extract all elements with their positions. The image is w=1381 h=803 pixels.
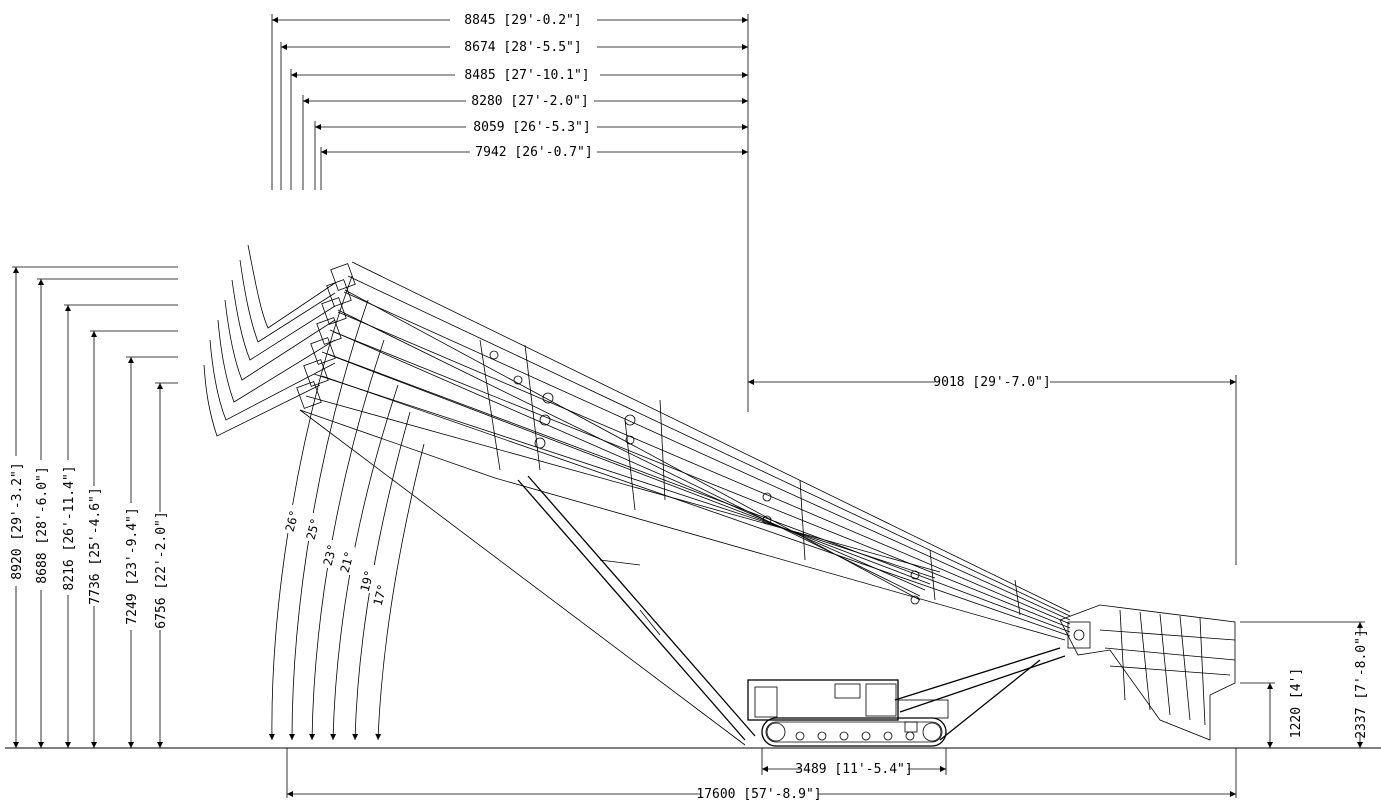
angle-label: 23° [321, 543, 340, 568]
tail-height-label: 1220 [4'] [1289, 668, 1304, 738]
top-dimension-6: 7942 [26'-0.7"] [321, 145, 748, 160]
top-dimension-3: 8485 [27'-10.1"] [291, 68, 748, 83]
side-dimension-5: 7249 [23'-9.4"] [125, 357, 140, 748]
side-dimension-6: 6756 [22'-2.0"] [154, 383, 169, 748]
overall-length-label: 17600 [57'-8.9"] [696, 787, 821, 802]
crawler-chassis [747, 679, 949, 747]
conveyor-booms [296, 261, 1071, 641]
side-dimension-label: 7736 [25'-4.6"] [88, 487, 103, 604]
top-dimension-label: 8674 [28'-5.5"] [464, 40, 581, 55]
side-dimension-1: 8920 [29'-3.2"] [10, 267, 25, 748]
side-dimension-3: 8216 [26'-11.4"] [62, 305, 77, 748]
angle-label: 26° [283, 509, 302, 534]
side-dimension-label: 8688 [28'-6.0"] [35, 466, 50, 583]
top-dimension-label: 8845 [29'-0.2"] [464, 13, 581, 28]
angle-label: 21° [338, 550, 357, 575]
side-dimension-2: 8688 [28'-6.0"] [35, 279, 50, 748]
side-dimension-label: 8920 [29'-3.2"] [10, 462, 25, 579]
top-dimensions: 8845 [29'-0.2"] 8674 [28'-5.5"] 8485 [27… [271, 13, 749, 412]
side-dimension-4: 7736 [25'-4.6"] [88, 331, 103, 748]
top-dimension-2: 8674 [28'-5.5"] [281, 40, 748, 55]
support-struts [299, 409, 1066, 746]
top-dimension-label: 8485 [27'-10.1"] [464, 68, 589, 83]
side-dimension-label: 7249 [23'-9.4"] [125, 507, 140, 624]
top-dimension-1: 8845 [29'-0.2"] [272, 13, 748, 28]
top-dimension-4: 8280 [27'-2.0"] [303, 94, 748, 109]
side-dimension-label: 8216 [26'-11.4"] [62, 465, 77, 590]
angle-label: 19° [358, 569, 377, 594]
reach-dimension: 9018 [29'-7.0"] [748, 375, 1237, 565]
reach-dimension-label: 9018 [29'-7.0"] [933, 375, 1050, 390]
track-length-label: 3489 [11'-5.4"] [795, 762, 912, 777]
side-dimension-label: 6756 [22'-2.0"] [154, 511, 169, 628]
top-dimension-label: 8280 [27'-2.0"] [471, 94, 588, 109]
angle-label: 17° [371, 583, 390, 608]
angle-arcs: 26° 25° 23° 21° 19° 17° [268, 275, 425, 741]
bottom-dimensions: 3489 [11'-5.4"] 17600 [57'-8.9"] [286, 748, 1237, 802]
top-dimension-label: 7942 [26'-0.7"] [475, 145, 592, 160]
tail-hopper [1059, 604, 1236, 741]
top-dimension-label: 8059 [26'-5.3"] [473, 120, 590, 135]
tail-top-height-label: 2337 [7'-8.0"] [1354, 629, 1369, 739]
angle-label: 25° [304, 517, 323, 542]
tail-height-dimensions: 1220 [4'] 2337 [7'-8.0"] [1240, 621, 1369, 748]
side-dimensions: 8920 [29'-3.2"] 8688 [28'-6.0"] 8216 [26… [10, 266, 178, 748]
discharge-curves [203, 244, 336, 437]
top-dimension-5: 8059 [26'-5.3"] [315, 120, 748, 135]
